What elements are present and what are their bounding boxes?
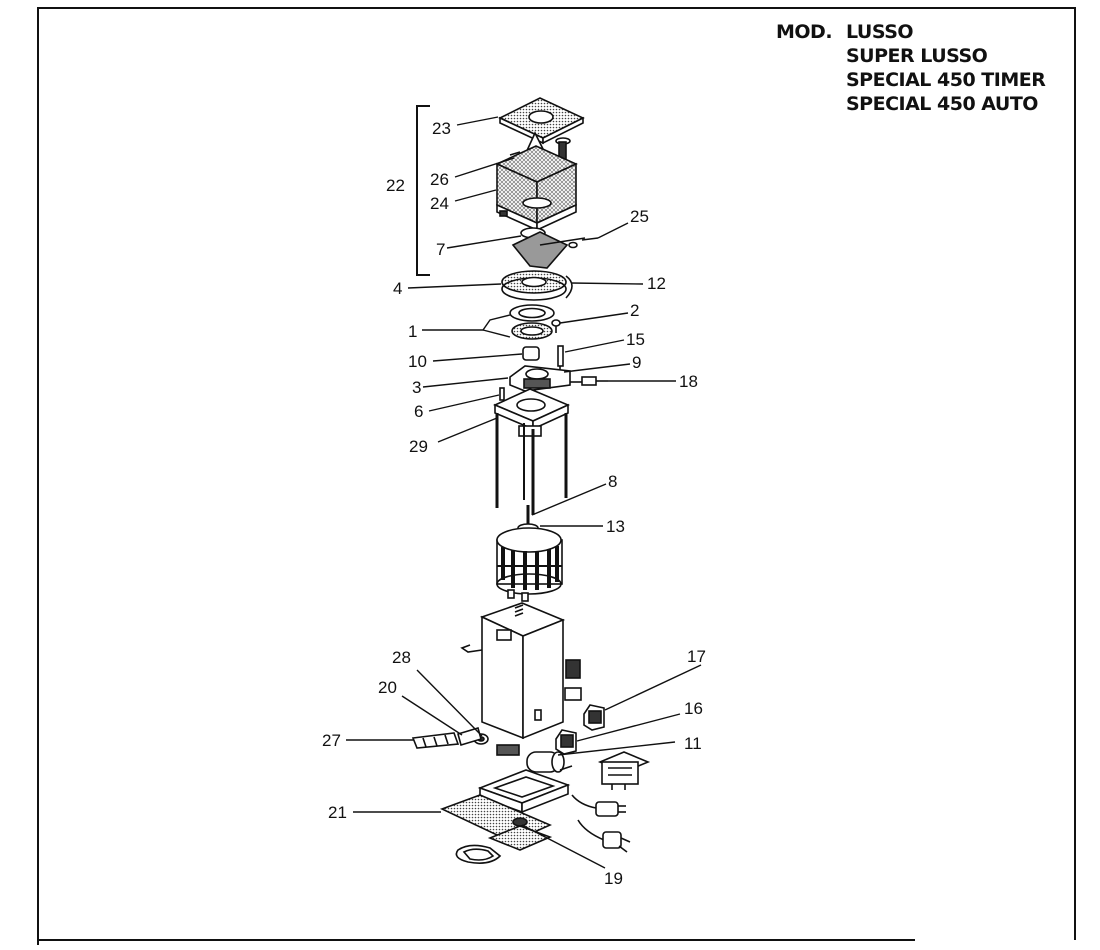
lid-part [498, 97, 585, 145]
callout-2: 2 [630, 301, 639, 320]
callout-13: 13 [606, 517, 625, 536]
assembly-bracket [416, 105, 430, 276]
callout-17: 17 [687, 647, 706, 666]
burr-carrier-part [509, 365, 571, 392]
callout-9: 9 [632, 353, 641, 372]
callout-3: 3 [412, 378, 421, 397]
callout-24: 24 [430, 194, 449, 213]
callout-15: 15 [626, 330, 645, 349]
leader-lines [346, 116, 702, 869]
callout-19: 19 [604, 869, 623, 888]
callout-25: 25 [630, 207, 649, 226]
callout-20: 20 [378, 678, 397, 697]
nut-part [522, 346, 540, 361]
disc-part [511, 227, 599, 269]
callout-21: 21 [328, 803, 347, 822]
foot-ring-part [455, 844, 502, 864]
callout-12: 12 [647, 274, 666, 293]
switch-16-part [555, 729, 577, 755]
motor-part [496, 505, 563, 602]
callout-7: 7 [436, 240, 445, 259]
callout-labels: 23 26 24 22 25 7 4 12 2 1 15 10 9 3 18 6… [322, 119, 706, 888]
switch-17-part [583, 704, 605, 731]
base-tray-part [477, 769, 571, 814]
callout-26: 26 [430, 170, 449, 189]
model-name-2: SUPER LUSSO [846, 45, 988, 67]
callout-8: 8 [608, 472, 617, 491]
callout-22: 22 [386, 176, 405, 195]
callout-18: 18 [679, 372, 698, 391]
transformer-part [597, 751, 651, 790]
spring-pin-part [499, 387, 505, 401]
burr-ring-part [501, 270, 573, 301]
callout-28: 28 [392, 648, 411, 667]
capacitor-part [526, 751, 573, 773]
screw-part [555, 137, 571, 160]
callout-29: 29 [409, 437, 428, 456]
power-cord-part [571, 794, 631, 853]
model-name-1: LUSSO [846, 21, 914, 43]
hopper-box-part [495, 145, 578, 232]
micro-switch-part [570, 376, 608, 386]
body-case-part [460, 602, 582, 740]
callout-1: 1 [408, 322, 417, 341]
callout-16: 16 [684, 699, 703, 718]
small-screw-part [551, 319, 561, 333]
callout-10: 10 [408, 352, 427, 371]
model-list: MOD.LUSSO SUPER LUSSO SPECIAL 450 TIMER … [776, 20, 1046, 116]
base-plate-part [439, 794, 553, 851]
model-name-3: SPECIAL 450 TIMER [846, 69, 1046, 91]
callout-23: 23 [432, 119, 451, 138]
callout-6: 6 [414, 402, 423, 421]
burrs-part [509, 304, 555, 340]
model-prefix: MOD. [776, 21, 833, 43]
frame-part [493, 388, 570, 515]
callout-4: 4 [393, 279, 402, 298]
terminal-block-part [411, 726, 482, 749]
callout-27: 27 [322, 731, 341, 750]
callout-11: 11 [684, 734, 702, 753]
connector-part [496, 744, 520, 756]
model-name-4: SPECIAL 450 AUTO [846, 93, 1038, 115]
